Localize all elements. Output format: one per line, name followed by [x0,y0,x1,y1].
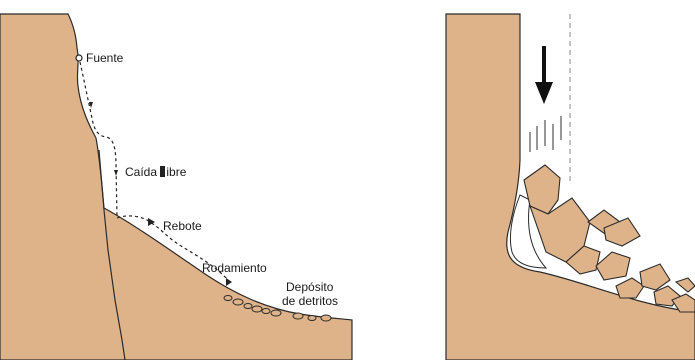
cliff-wall [446,14,695,360]
label-rolling: Rodamiento [202,262,267,275]
label-free-fall-mark [160,166,165,177]
label-source: Fuente [86,52,123,65]
arrow-down-icon [535,46,553,104]
label-deposit-line2: de detritos [282,295,338,308]
label-free-fall-prefix: Caída [125,165,160,179]
right-panel [446,14,695,360]
label-bounce: Rebote [163,220,202,233]
label-free-fall-suffix: ibre [166,165,186,179]
cliff-terrain [0,14,352,360]
label-free-fall: Caída ibre [125,166,186,179]
left-panel [0,14,352,360]
motion-streaks [530,116,561,152]
path-arrow-2-icon [114,170,118,176]
label-deposit-line1: Depósito [286,281,333,294]
source-marker-icon [76,55,82,61]
path-arrow-4-icon [226,278,232,286]
